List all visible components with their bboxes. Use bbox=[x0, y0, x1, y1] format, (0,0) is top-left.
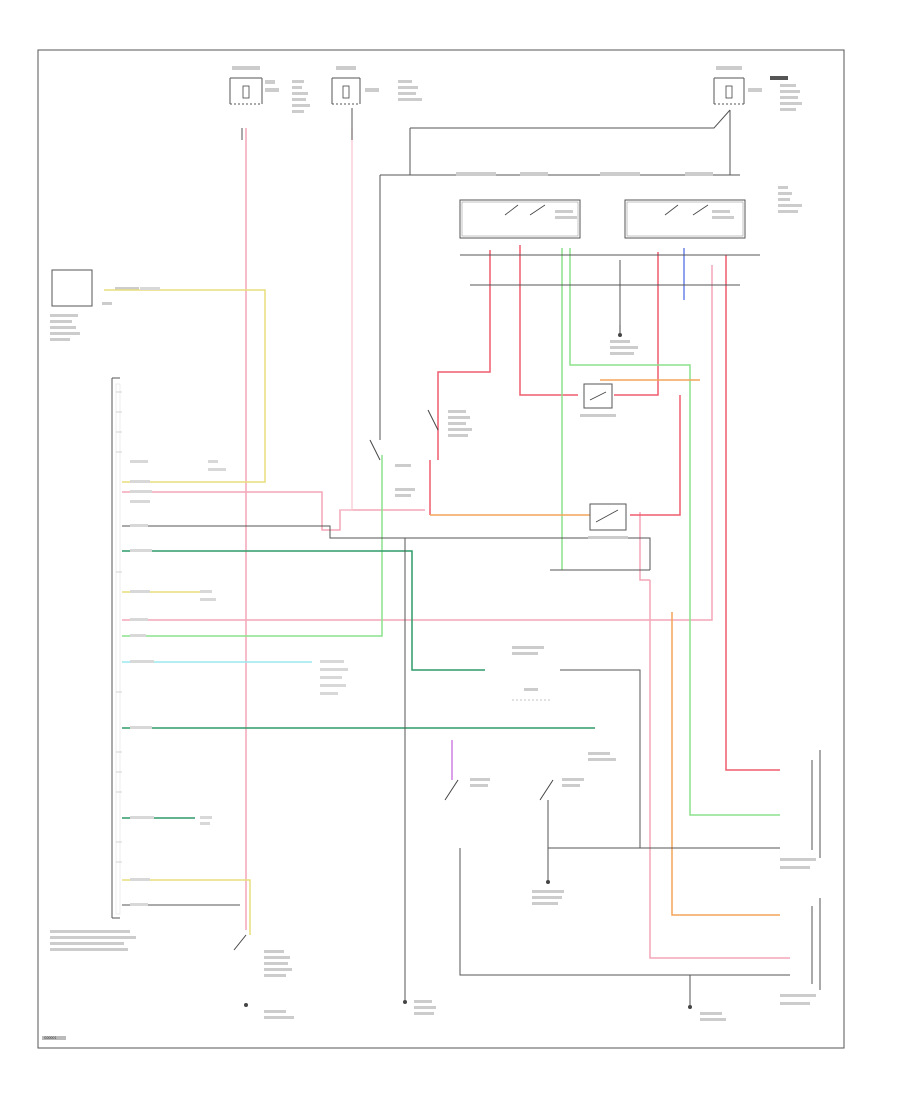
switch-driver bbox=[369, 409, 472, 497]
ground-symbol-bottom-right bbox=[688, 1005, 726, 1021]
ground-symbol-bottom-left bbox=[233, 934, 294, 1019]
wire-red bbox=[429, 245, 780, 771]
fuse-right bbox=[713, 66, 802, 111]
wire-label-marks bbox=[130, 287, 348, 906]
fuse-left bbox=[229, 66, 310, 113]
diagram-footer-code: G00001 bbox=[44, 1036, 57, 1040]
connector-pin-ticks bbox=[116, 391, 122, 863]
wire-light-pink bbox=[340, 128, 353, 511]
wire-black bbox=[122, 108, 790, 1005]
diagram-frame bbox=[37, 49, 845, 1049]
wire-pink-main bbox=[122, 128, 790, 959]
module-box bbox=[50, 269, 139, 341]
ground-symbol-center bbox=[532, 880, 564, 905]
motor-middle bbox=[588, 503, 628, 539]
ground-symbol-bottom-mid bbox=[403, 1000, 436, 1015]
ground-symbol-relays bbox=[610, 325, 638, 355]
wire-dark-green bbox=[122, 550, 595, 819]
connector-rear-left bbox=[780, 898, 821, 1005]
wire-orange bbox=[430, 379, 780, 916]
switch-door-right bbox=[539, 752, 616, 801]
switch-door-left bbox=[444, 778, 490, 801]
wire-yellow bbox=[104, 289, 266, 935]
motor-front bbox=[580, 383, 616, 417]
main-connector: G00001 bbox=[42, 377, 136, 1040]
fuse-middle bbox=[331, 66, 422, 105]
door-lamp-switch bbox=[512, 646, 552, 701]
relay-right bbox=[600, 172, 802, 239]
wire-green bbox=[122, 248, 780, 816]
relay-left bbox=[456, 172, 581, 239]
connector-rear-right bbox=[780, 750, 821, 869]
